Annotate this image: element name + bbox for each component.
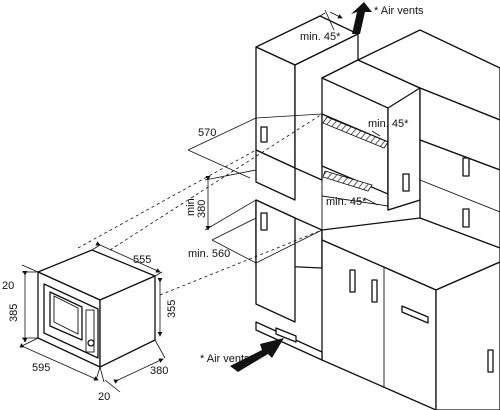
oven-window bbox=[49, 291, 83, 341]
wall-cabinets bbox=[321, 29, 500, 251]
label-air-vents-top: * Air vents bbox=[374, 5, 424, 17]
label-oven-offset-bottom: 20 bbox=[98, 391, 110, 403]
base-door-handle-3 bbox=[487, 349, 494, 373]
label-min45-upper: min. 45* bbox=[368, 118, 409, 130]
label-oven-offset-left: 20 bbox=[2, 280, 14, 292]
base-cabinets bbox=[255, 217, 500, 410]
label-min45-top: min. 45* bbox=[300, 31, 341, 43]
oven-niche bbox=[321, 113, 389, 230]
base-door-handle-2 bbox=[371, 279, 378, 303]
label-niche-height-min: min. bbox=[185, 195, 197, 216]
base-door-handle-1 bbox=[349, 269, 356, 293]
lower-vent-gap bbox=[322, 170, 373, 192]
lower-door-handle bbox=[260, 212, 268, 231]
upper-door-handle bbox=[260, 126, 268, 143]
tall-cabinet bbox=[255, 15, 359, 323]
label-min45-lower: min. 45* bbox=[326, 196, 367, 208]
oven-knob bbox=[87, 339, 95, 347]
plinth-vent bbox=[275, 327, 297, 343]
base-drawer-handle bbox=[401, 305, 429, 324]
label-niche-depth: 570 bbox=[198, 127, 216, 139]
label-oven-width-top: 555 bbox=[133, 254, 151, 266]
drawer-handle-2 bbox=[462, 208, 470, 228]
label-oven-width-front: 595 bbox=[32, 362, 50, 374]
label-niche-height: 380 bbox=[196, 200, 208, 218]
label-oven-height-left: 385 bbox=[8, 304, 20, 322]
label-niche-width: min. 560 bbox=[188, 248, 230, 260]
microwave-oven bbox=[37, 249, 156, 368]
label-air-vents-bottom: * Air vents bbox=[200, 353, 250, 365]
wall-cabinet-handle bbox=[402, 173, 410, 192]
drawer-handle-1 bbox=[462, 157, 470, 177]
air-vent-arrow-top bbox=[351, 2, 372, 34]
label-oven-depth: 380 bbox=[150, 365, 168, 377]
upper-vent-gap bbox=[322, 116, 389, 149]
label-oven-height-right: 355 bbox=[166, 300, 178, 318]
air-vent-arrow-bottom bbox=[230, 338, 284, 372]
